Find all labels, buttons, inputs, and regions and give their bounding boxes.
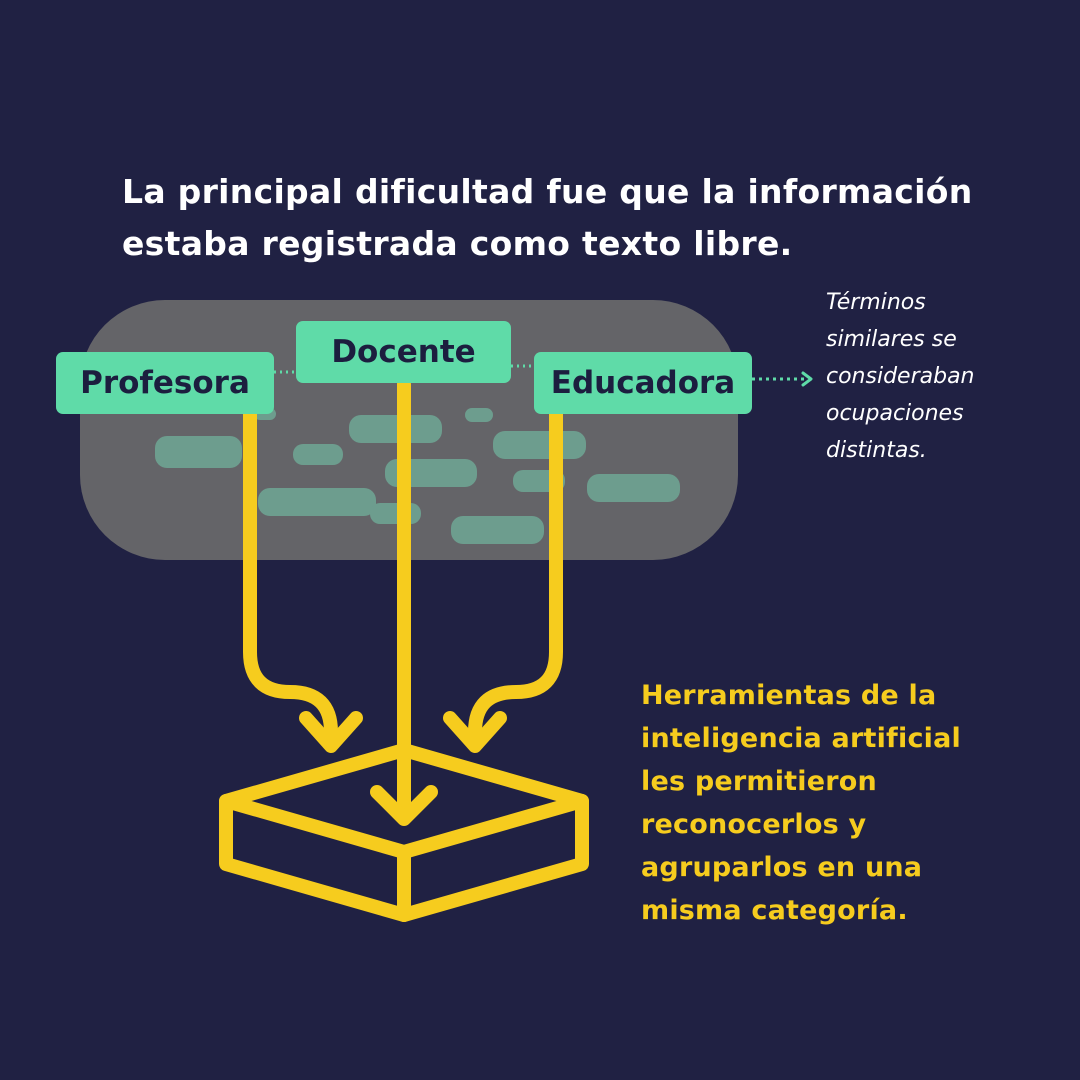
ai-note: Herramientas de la inteligencia artifici… [641, 674, 1061, 932]
text-fragment [493, 431, 586, 459]
headline-line-1: La principal dificultad fue que la infor… [122, 172, 973, 211]
tag-docente-label: Docente [331, 334, 476, 370]
dotted-arrowhead-icon [801, 371, 813, 387]
side-note-line: Términos [826, 290, 926, 315]
text-fragment [451, 516, 544, 544]
tag-educadora: Educadora [534, 352, 752, 414]
side-note-line: similares se [826, 327, 957, 352]
headline-line-2: estaba registrada como texto libre. [122, 224, 793, 263]
left-arrow-shaft [243, 407, 338, 751]
text-fragment [370, 503, 421, 524]
left-arrowhead-icon [299, 711, 363, 753]
ai-note-line: agruparlos en una [641, 852, 923, 883]
side-note: Términos similares se consideraban ocupa… [826, 284, 1066, 469]
center-arrowhead-icon [370, 785, 438, 826]
category-box-icon [219, 743, 589, 922]
tag-docente: Docente [296, 321, 511, 383]
text-fragment [465, 408, 493, 422]
text-fragment [587, 474, 680, 502]
side-note-line: distintas. [826, 438, 927, 463]
side-note-line: ocupaciones [826, 401, 964, 426]
ai-note-line: reconocerlos y [641, 809, 867, 840]
tag-educadora-label: Educadora [550, 365, 736, 401]
text-fragment [349, 415, 442, 443]
ai-note-line: misma categoría. [641, 895, 908, 926]
text-fragment [155, 436, 242, 468]
ai-note-line: inteligencia artificial [641, 723, 961, 754]
right-arrowhead-icon [443, 711, 507, 753]
side-note-line: consideraban [826, 364, 975, 389]
tag-profesora: Profesora [56, 352, 274, 414]
text-fragment [258, 488, 376, 516]
headline: La principal dificultad fue que la infor… [122, 166, 1022, 270]
ai-note-line: Herramientas de la [641, 680, 937, 711]
right-arrow-shaft [468, 407, 563, 751]
text-fragment [293, 444, 343, 465]
ai-note-line: les permitieron [641, 766, 877, 797]
tag-profesora-label: Profesora [80, 365, 250, 401]
